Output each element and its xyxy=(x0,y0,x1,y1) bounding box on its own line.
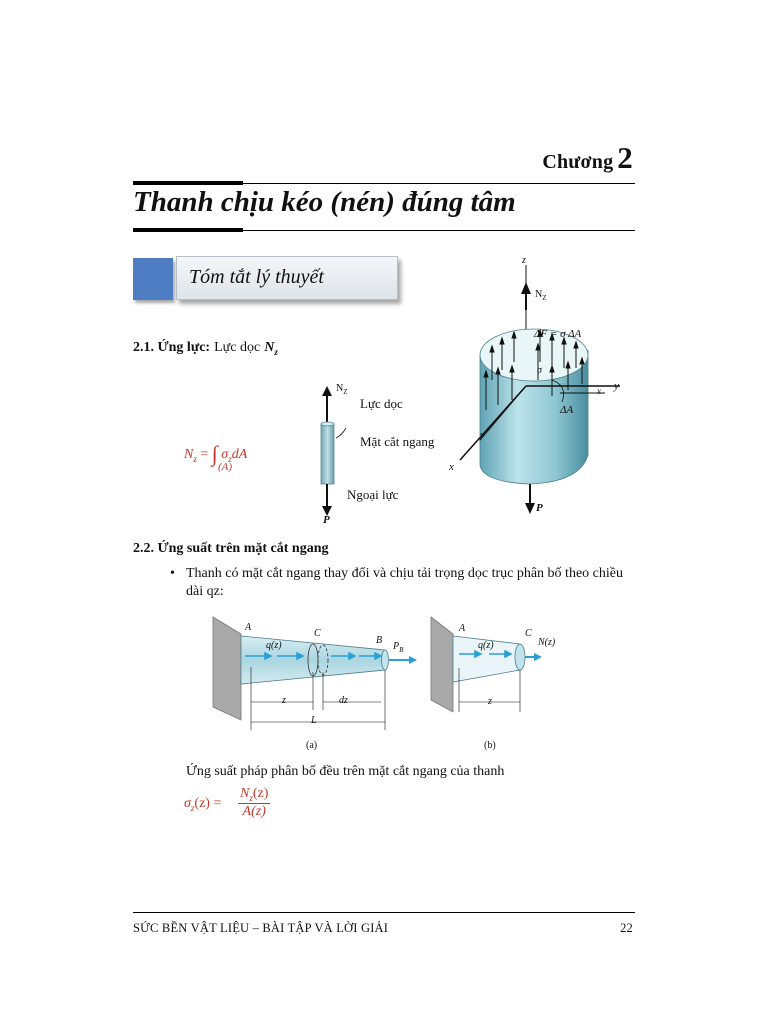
title-bottom-rule xyxy=(133,230,635,231)
stress-denominator: A(z) xyxy=(242,803,266,819)
formula-integrand-sub: z xyxy=(228,453,232,464)
page-title: Thanh chịu kéo (nén) đúng tâm xyxy=(133,186,516,218)
fig-a-caption: (a) xyxy=(306,740,318,751)
formula-domain: (A) xyxy=(218,461,233,473)
fig-a-L: L xyxy=(311,715,317,726)
footer-rule xyxy=(133,912,635,913)
bar-p-label: P xyxy=(323,514,330,526)
fig-b-q: q(z) xyxy=(478,640,494,651)
cyl-nz-letter: N xyxy=(535,289,543,300)
fig-a-PB: PB xyxy=(393,641,403,654)
cylinder-figure xyxy=(459,265,620,514)
fig-b-z: z xyxy=(488,696,492,707)
stress-lhs: σ xyxy=(184,796,191,811)
cross-section-label: Mặt cắt ngang xyxy=(360,434,435,449)
chapter-word: Chương xyxy=(542,151,614,173)
stress-text: Ứng suất pháp phân bố đều trên mặt cắt n… xyxy=(186,764,505,779)
figure-b xyxy=(430,616,542,713)
stress-formula-fraction: Nz(z) A(z) xyxy=(238,786,271,820)
title-bottom-rule-thick xyxy=(133,228,243,232)
fig-a-dz: dz xyxy=(339,695,348,706)
summary-box: Tóm tắt lý thuyết xyxy=(176,256,398,300)
stress-arrows xyxy=(483,328,585,410)
figure-a xyxy=(212,616,417,730)
cyl-p-label: P xyxy=(536,502,543,514)
fig-a-PB-sub: B xyxy=(399,646,404,654)
fig-a-q: q(z) xyxy=(266,640,282,651)
cyl-dA-label: ΔA xyxy=(560,404,574,416)
fig-b-N: N(z) xyxy=(538,637,556,648)
cylinder-body xyxy=(479,350,589,485)
fig-a-A: A xyxy=(245,622,252,633)
axial-force-label: Lực dọc xyxy=(360,396,403,411)
bar-figure xyxy=(320,386,347,516)
page-number: 22 xyxy=(620,921,633,935)
bar-nz-label: NZ xyxy=(336,383,348,396)
title-top-rule xyxy=(133,183,635,184)
axial-force-formula: Nz = ∫ σzdA xyxy=(184,438,248,466)
fig-a-B: B xyxy=(376,635,383,646)
fig-b-A: A xyxy=(459,623,466,634)
stress-eq: = xyxy=(213,796,222,811)
cyl-y-label: y xyxy=(614,380,619,392)
bullet-line-2: dài qz: xyxy=(186,584,224,599)
section-1-heading-rest: Lực dọc xyxy=(214,340,261,355)
cyl-sigma-label: σ xyxy=(537,365,542,376)
stress-num-sub: z xyxy=(249,792,253,803)
bar-body xyxy=(320,423,335,485)
stress-num-arg: (z) xyxy=(252,786,269,801)
stress-num: N xyxy=(240,786,250,801)
fig-a-z: z xyxy=(282,695,286,706)
formula-eq: = xyxy=(200,447,209,462)
bullet-line-1: Thanh có mặt cắt ngang thay đổi và chịu … xyxy=(186,566,623,581)
cyl-x-label: x xyxy=(449,461,454,473)
fig-b-wall xyxy=(430,616,454,713)
section-1-heading-sub: z xyxy=(274,347,278,358)
summary-box-label: Tóm tắt lý thuyết xyxy=(189,266,324,288)
external-force-label: Ngoại lực xyxy=(347,487,399,502)
stress-lhs-sub: z xyxy=(190,802,195,813)
fig-a-distributed-load xyxy=(245,651,383,661)
fig-b-C: C xyxy=(525,628,532,639)
formula-lhs-sub: z xyxy=(193,453,197,464)
section-1-heading: 2.1. Ứng lực: Lực dọc Nz xyxy=(133,338,278,357)
fig-a-PB-letter: P xyxy=(393,641,400,652)
cyl-nz-sub: Z xyxy=(542,294,547,302)
bar-nz-letter: N xyxy=(336,383,344,394)
formula-differential: dA xyxy=(231,447,248,462)
formula-integrand: σ xyxy=(221,447,229,462)
fig-b-caption: (b) xyxy=(484,740,496,751)
title-top-rule-thick xyxy=(133,181,243,185)
formula-integral: ∫ xyxy=(211,441,218,466)
fig-a-C: C xyxy=(314,628,321,639)
section-2-heading: 2.2. Ứng suất trên mặt cắt ngang xyxy=(133,541,329,556)
cylinder-top-face xyxy=(479,328,589,382)
formula-lhs: N xyxy=(184,447,194,462)
bullet-dot: • xyxy=(170,566,175,581)
cyl-y-inner-label: y xyxy=(480,430,485,441)
section-1-heading-bold: 2.1. Ứng lực: xyxy=(133,340,211,355)
cyl-nz-label: NZ xyxy=(535,289,547,302)
bar-nz-sub: Z xyxy=(343,388,348,396)
stress-formula-lhs: σz(z) = xyxy=(184,796,221,813)
cyl-x-inner-label: x xyxy=(597,386,601,396)
nz-arrowhead xyxy=(322,386,332,396)
chapter-number: 2 xyxy=(617,140,633,175)
cyl-df-label: ΔF = σ ΔA xyxy=(534,328,582,340)
section-1-heading-symbol: N xyxy=(264,340,275,355)
stress-numerator: Nz(z) xyxy=(238,786,271,804)
cyl-z-label: z xyxy=(522,255,526,266)
fig-b-distributed-load xyxy=(459,649,513,659)
fig-a-wall xyxy=(212,616,242,721)
footer-text: SỨC BỀN VẬT LIỆU – BÀI TẬP VÀ LỜI GIẢI xyxy=(133,921,389,935)
p-arrowhead xyxy=(322,506,332,516)
stress-lhs-arg: (z) xyxy=(194,796,210,811)
summary-box-accent xyxy=(133,258,173,300)
